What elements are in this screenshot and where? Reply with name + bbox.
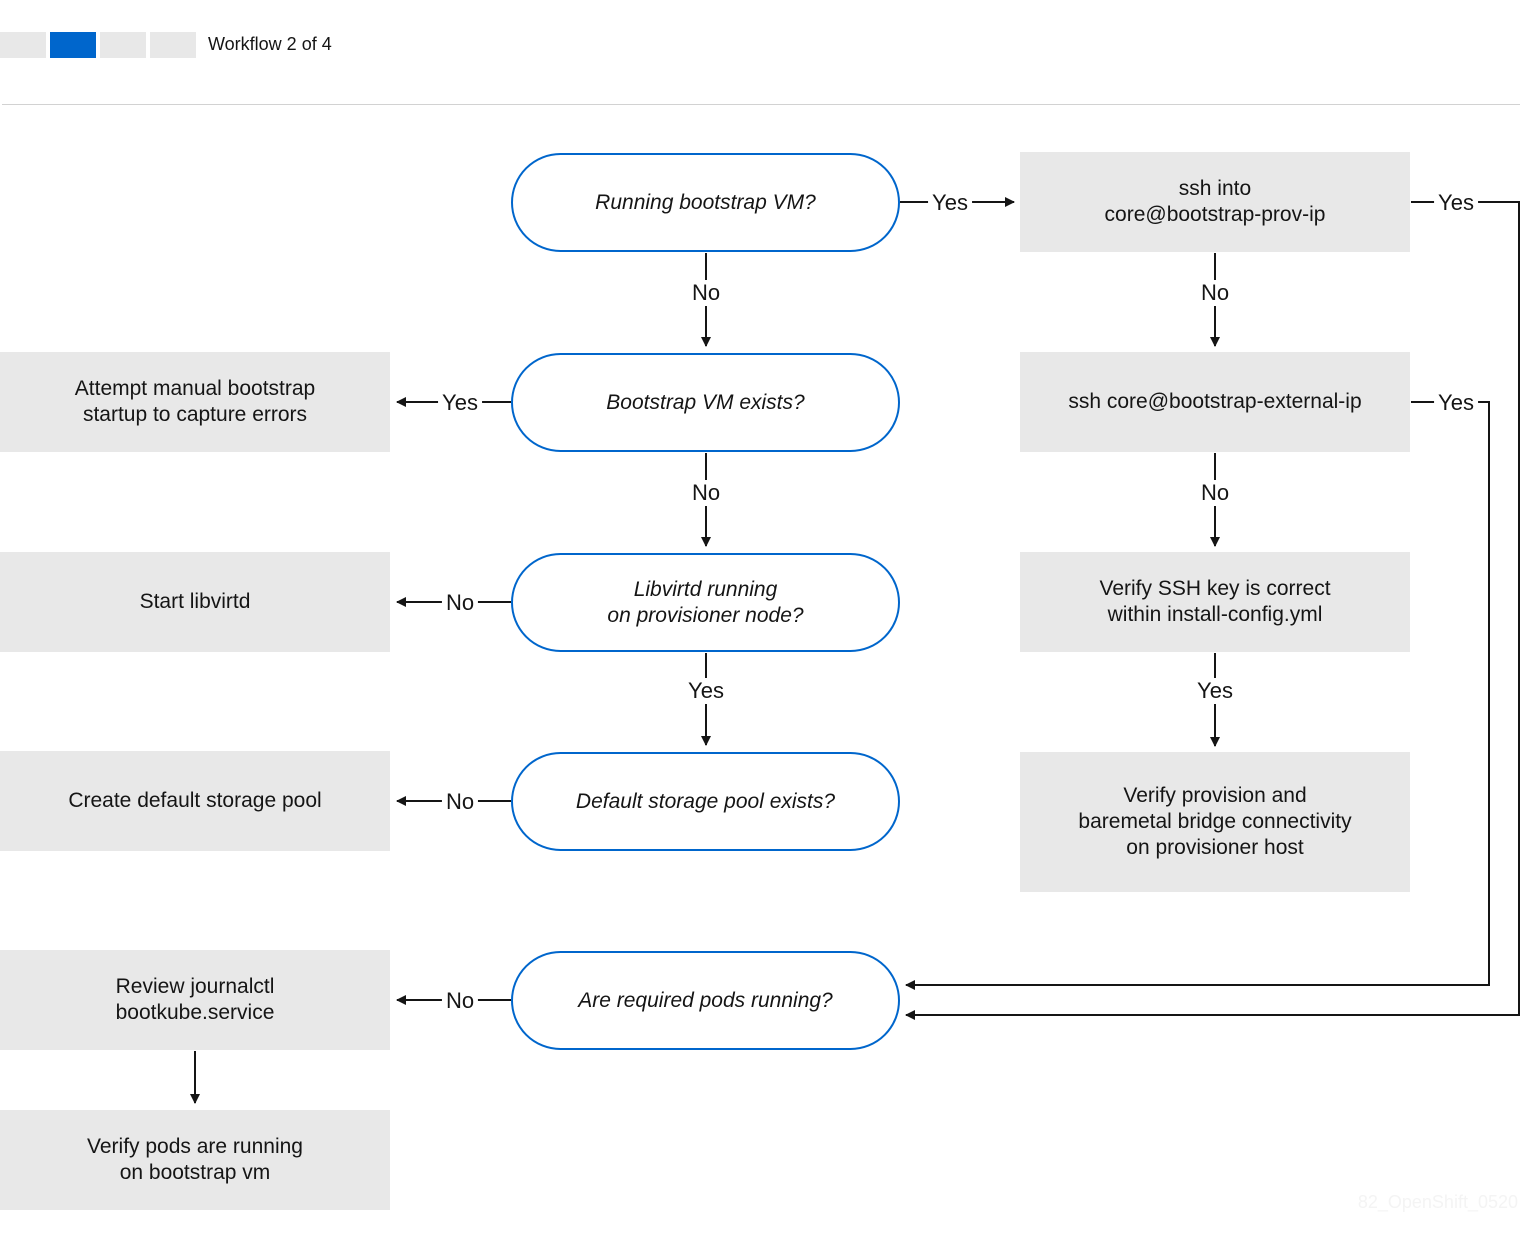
- action-ssh-external-ip-label: ssh core@bootstrap-external-ip: [1068, 390, 1362, 413]
- edge-label-running-yes: Yes: [928, 190, 972, 216]
- action-ssh-prov-ip: ssh into core@bootstrap-prov-ip: [1020, 152, 1410, 252]
- action-verify-pods-bootstrap: Verify pods are running on bootstrap vm: [0, 1110, 390, 1210]
- action-verify-bridge-label: Verify provision and baremetal bridge co…: [1078, 784, 1352, 859]
- action-review-journalctl: Review journalctl bootkube.service: [0, 950, 390, 1050]
- action-create-default-pool-label: Create default storage pool: [68, 789, 322, 812]
- action-start-libvirtd-label: Start libvirtd: [139, 590, 251, 613]
- edge-label-exists-no: No: [687, 480, 725, 506]
- decision-default-pool-exists: Default storage pool exists?: [511, 752, 900, 851]
- edge-label-prov-no: No: [1196, 280, 1234, 306]
- edge-label-running-no: No: [687, 280, 725, 306]
- decision-bootstrap-vm-exists: Bootstrap VM exists?: [511, 353, 900, 452]
- action-create-default-pool: Create default storage pool: [0, 751, 390, 851]
- progress-step-1: [0, 32, 46, 58]
- action-verify-pods-bootstrap-label: Verify pods are running on bootstrap vm: [87, 1135, 303, 1184]
- action-ssh-external-ip: ssh core@bootstrap-external-ip: [1020, 352, 1410, 452]
- figure-watermark: 82_OpenShift_0520: [1357, 1192, 1518, 1212]
- decision-running-bootstrap-vm: Running bootstrap VM?: [511, 153, 900, 252]
- decision-required-pods-running-label: Are required pods running?: [578, 988, 833, 1012]
- edge-label-pool-no: No: [441, 789, 479, 815]
- edge-label-exists-yes: Yes: [438, 390, 482, 416]
- decision-libvirtd-running: Libvirtd running on provisioner node?: [511, 553, 900, 652]
- action-ssh-prov-ip-label: ssh into core@bootstrap-prov-ip: [1104, 177, 1326, 226]
- workflow-label: Workflow 2 of 4: [208, 34, 332, 54]
- edge-label-external-yes: Yes: [1434, 390, 1478, 416]
- decision-running-bootstrap-vm-label: Running bootstrap VM?: [595, 190, 816, 214]
- action-attempt-manual-startup: Attempt manual bootstrap startup to capt…: [0, 352, 390, 452]
- action-review-journalctl-label: Review journalctl bootkube.service: [115, 975, 275, 1024]
- decision-default-pool-exists-label: Default storage pool exists?: [575, 789, 836, 813]
- action-verify-bridge: Verify provision and baremetal bridge co…: [1020, 752, 1410, 892]
- action-start-libvirtd: Start libvirtd: [0, 552, 390, 652]
- header-divider: [2, 104, 1520, 105]
- edge-label-libvirtd-no: No: [441, 590, 479, 616]
- edge-label-libvirtd-yes: Yes: [684, 678, 728, 704]
- decision-bootstrap-vm-exists-label: Bootstrap VM exists?: [606, 390, 805, 414]
- progress-step-3: [100, 32, 146, 58]
- decision-required-pods-running: Are required pods running?: [511, 951, 900, 1050]
- edge-label-external-no: No: [1196, 480, 1234, 506]
- action-verify-ssh-key-label: Verify SSH key is correct within install…: [1099, 577, 1331, 626]
- action-verify-ssh-key: Verify SSH key is correct within install…: [1020, 552, 1410, 652]
- action-attempt-manual-startup-label: Attempt manual bootstrap startup to capt…: [74, 377, 316, 426]
- progress-step-2-active: [50, 32, 96, 58]
- edge-label-prov-yes: Yes: [1434, 190, 1478, 216]
- edge-label-pods-no: No: [441, 988, 479, 1014]
- progress-step-4: [150, 32, 196, 58]
- edge-label-sshkey-yes: Yes: [1193, 678, 1237, 704]
- decision-libvirtd-running-label: Libvirtd running on provisioner node?: [607, 577, 804, 627]
